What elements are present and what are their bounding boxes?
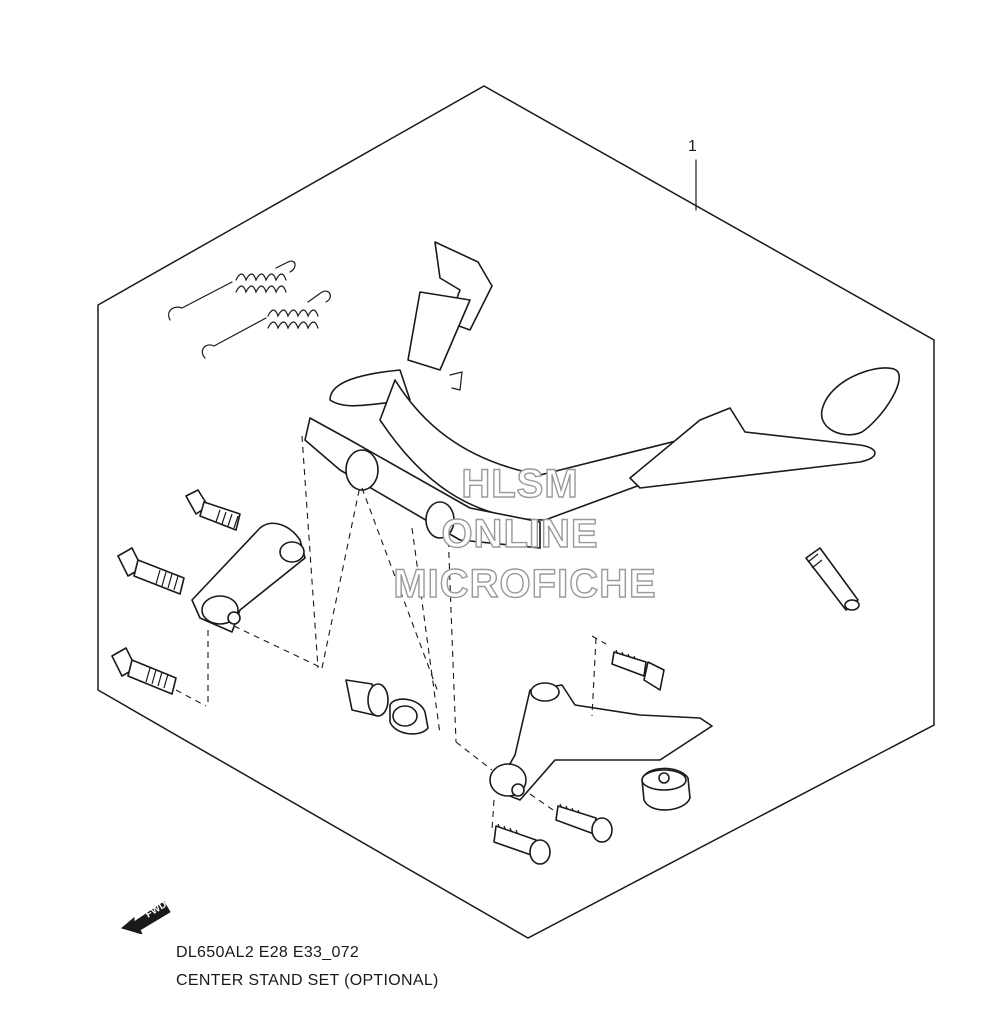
assembly-frame: [97, 85, 935, 939]
center-stand-body: [304, 241, 900, 549]
spring-upper: [168, 260, 296, 321]
bolt-4: [611, 649, 665, 691]
callout-number: 1: [688, 138, 697, 155]
bolt-2: [117, 547, 185, 595]
right-bracket: [489, 682, 713, 801]
bolt-1: [185, 489, 241, 531]
collar-1: [345, 679, 389, 717]
pin: [805, 547, 860, 611]
bolt-5: [555, 803, 613, 843]
rubber-stopper: [641, 767, 691, 811]
assembly-leaders: [175, 435, 607, 831]
diagram-title: CENTER STAND SET (OPTIONAL): [176, 972, 439, 989]
watermark-line-3: MICROFICHE: [393, 561, 657, 606]
collar-2: [389, 698, 429, 735]
watermark-line-2: ONLINE: [441, 511, 599, 556]
bolt-6: [493, 823, 551, 865]
left-bracket: [191, 522, 306, 633]
model-code: DL650AL2 E28 E33_072: [176, 944, 360, 961]
watermark-line-1: HLSM: [461, 461, 579, 506]
bolt-3: [111, 647, 177, 695]
spring-lower: [201, 290, 331, 359]
